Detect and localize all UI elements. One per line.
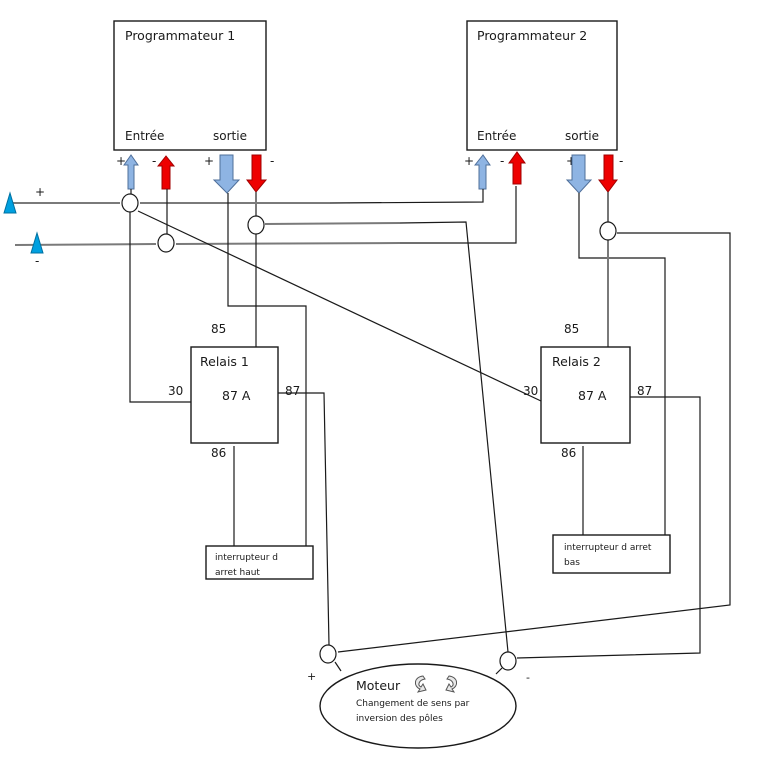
motor-description-line2: inversion des pôles (356, 713, 443, 724)
relay-1-title: Relais 1 (200, 354, 249, 369)
rotate-ccw-icon (415, 675, 427, 693)
switch-bottom-line1: interrupteur d arret (564, 543, 652, 553)
p1-output-plus-arrow-icon (212, 154, 241, 194)
motor-title: Moteur (356, 678, 401, 693)
programmer-1-title: Programmateur 1 (125, 28, 235, 43)
motor-minus-label: - (526, 671, 530, 684)
motor-minus-terminal (499, 651, 517, 671)
switch-top-line1: interrupteur d (215, 553, 278, 563)
relay-2-box (540, 346, 631, 444)
junction-node (599, 221, 617, 241)
motor-description-line1: Changement de sens par (356, 699, 470, 709)
programmer-1-output-plus: + (204, 154, 214, 168)
p2-output-minus-arrow-icon (598, 154, 618, 193)
programmer-1-output-label: sortie (213, 129, 247, 143)
p2-output-plus-arrow-icon (565, 154, 593, 194)
relay-1-pin-85: 85 (211, 322, 226, 336)
wire-relay2-87-to-motor-minus (516, 396, 701, 659)
programmer-2-input-minus: - (500, 154, 504, 168)
motor: Moteur Changement de sens par inversion … (307, 663, 530, 749)
programmer-2-input-label: Entrée (477, 129, 516, 143)
switch-bottom-line2: bas (564, 558, 580, 568)
relay-2-pin-87: 87 (637, 384, 652, 398)
relay-1: Relais 1 87 A 85 30 87 86 (168, 322, 300, 460)
junction-node (247, 215, 265, 235)
supply-minus-terminal-icon (30, 231, 44, 254)
supply-plus-terminal-icon (3, 191, 17, 214)
wire (495, 667, 503, 675)
supply-minus-to-p2 (400, 186, 517, 244)
programmer-1-input-minus: - (152, 154, 156, 168)
programmer-1-output-minus: - (270, 154, 274, 168)
rotate-cw-icon (445, 675, 457, 693)
programmer-2-input-plus: + (464, 154, 474, 168)
supply-plus-to-p2 (329, 189, 484, 204)
programmer-2-output-label: sortie (565, 129, 599, 143)
p1-input-plus-arrow-icon (123, 154, 139, 190)
relay-1-pin-30: 30 (168, 384, 183, 398)
programmer-2-title: Programmateur 2 (477, 28, 587, 43)
programmer-2-output-plus: + (566, 154, 576, 168)
wire (334, 661, 342, 672)
supply-minus-label: - (35, 254, 39, 268)
junction-node (157, 233, 175, 253)
relay-2: Relais 2 87 A 85 30 87 86 (523, 322, 652, 460)
switch-top-line2: arret haut (215, 568, 260, 578)
switch-bottom: interrupteur d arret bas (552, 534, 671, 574)
motor-plus-label: + (307, 670, 316, 683)
relay-2-pin-30: 30 (523, 384, 538, 398)
programmer-1-input-label: Entrée (125, 129, 164, 143)
wire (264, 222, 401, 225)
programmer-1-input-plus: + (116, 154, 126, 168)
switch-top-box (205, 545, 314, 580)
p2-input-plus-arrow-icon (473, 154, 491, 190)
motor-plus-terminal (319, 644, 337, 664)
programmer-2: Programmateur 2 Entrée sortie + - + - (464, 20, 623, 168)
wire-p1-output-plus-to-switch (227, 193, 307, 546)
wire-node-to-relay1-30 (129, 212, 191, 403)
p1-input-minus-arrow-icon (156, 155, 176, 190)
p1-output-minus-arrow-icon (246, 154, 268, 193)
switch-bottom-box (552, 534, 671, 574)
relay-2-title: Relais 2 (552, 354, 601, 369)
relay-1-box (190, 346, 279, 444)
supply-plus-label: + (35, 185, 45, 199)
relay-1-pin-86: 86 (211, 446, 226, 460)
programmer-2-output-minus: - (619, 154, 623, 168)
wire-to-motor-plus (337, 232, 731, 653)
wire-to-motor-minus (399, 221, 509, 653)
p2-input-minus-arrow-icon (508, 151, 526, 185)
relay-2-pin-86: 86 (561, 446, 576, 460)
programmer-1: Programmateur 1 Entrée sortie + - + - (113, 20, 274, 168)
wire-relay1-87-to-motor-plus (278, 392, 330, 646)
relay-1-pin-87: 87 (285, 384, 300, 398)
programmer-1-box (113, 20, 267, 151)
programmer-2-box (466, 20, 618, 151)
relay-2-pin-85: 85 (564, 322, 579, 336)
relay-2-center: 87 A (578, 388, 607, 403)
wire-node-to-relay2-30 (137, 210, 542, 402)
relay-1-center: 87 A (222, 388, 251, 403)
supply-minus-rail-2 (175, 242, 401, 245)
motor-ellipse (319, 663, 517, 749)
junction-node (121, 193, 139, 213)
switch-top: interrupteur d arret haut (205, 545, 314, 580)
